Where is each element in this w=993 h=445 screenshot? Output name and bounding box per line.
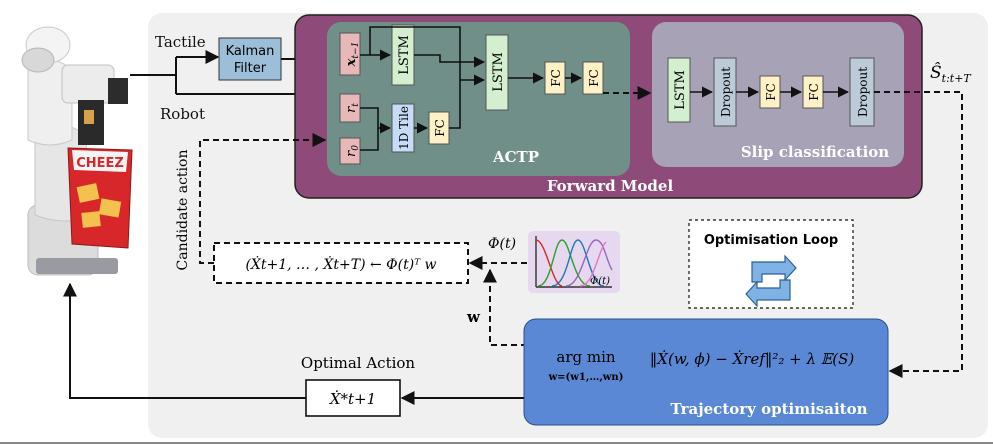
cracker-box-image: CHEEZ bbox=[67, 147, 133, 249]
actp-connections bbox=[360, 26, 583, 151]
actp-lstm-2 bbox=[485, 34, 509, 111]
svg-text:Dropout: Dropout bbox=[856, 67, 870, 117]
slip-output-arrow bbox=[874, 91, 963, 378]
slip-classification-label: Slip classification bbox=[741, 143, 889, 161]
argmin-subscript: w=(w1,…,wn) bbox=[548, 372, 624, 383]
input-x-t-1: xt−1 bbox=[339, 32, 361, 76]
svg-text:LSTM: LSTM bbox=[397, 35, 412, 75]
actp-label: ACTP bbox=[492, 148, 539, 166]
basis-functions-box bbox=[528, 231, 620, 293]
svg-text:CHEEZ: CHEEZ bbox=[76, 156, 124, 171]
kalman-label-1: Kalman bbox=[226, 44, 275, 59]
candidate-action-label: Candidate action bbox=[175, 150, 191, 271]
slip-dropout-2 bbox=[849, 57, 875, 127]
svg-text:FC: FC bbox=[807, 83, 821, 101]
kalman-filter-box bbox=[218, 37, 282, 81]
loop-icon bbox=[745, 254, 797, 308]
slip-lstm bbox=[667, 57, 691, 123]
objective-formula: ‖Ẋ(w, ϕ) − Ẋref‖²₂ + λ 𝔼(S) bbox=[650, 350, 855, 368]
svg-text:rt: rt bbox=[344, 103, 361, 113]
actp-fc-2 bbox=[582, 61, 604, 95]
candidate-action-box bbox=[213, 242, 469, 284]
svg-text:LSTM: LSTM bbox=[491, 52, 506, 92]
w-arrow bbox=[483, 268, 527, 346]
svg-text:LSTM: LSTM bbox=[673, 70, 688, 110]
svg-text:Dropout: Dropout bbox=[719, 67, 733, 117]
argmin-label: arg min bbox=[556, 348, 616, 366]
actp-box bbox=[327, 22, 630, 176]
optimal-action-box bbox=[305, 379, 401, 417]
svg-text:FC: FC bbox=[433, 119, 447, 137]
optimal-to-robot-arrow bbox=[63, 282, 306, 399]
tactile-label: Tactile bbox=[155, 33, 206, 51]
input-r-0: r0 bbox=[339, 137, 361, 165]
robot-arm-image: CHEEZ bbox=[21, 26, 133, 276]
phi-label: Φ(t) bbox=[488, 236, 516, 252]
svg-text:FC: FC bbox=[549, 69, 563, 87]
candidate-formula: (Ẋt+1, … , Ẋt+T) ← Φ(t)ᵀ w bbox=[245, 255, 436, 273]
svg-text:FC: FC bbox=[764, 83, 778, 101]
trajectory-optimisation-box bbox=[523, 318, 889, 426]
w-label: w bbox=[466, 308, 481, 326]
forward-model-label: Forward Model bbox=[547, 177, 674, 195]
phi-small-label: Φ(t) bbox=[590, 276, 610, 287]
input-r-t: rt bbox=[339, 93, 361, 123]
kalman-label-2: Filter bbox=[234, 61, 267, 76]
svg-text:r0: r0 bbox=[344, 145, 361, 157]
candidate-to-actp-arrow bbox=[199, 133, 327, 264]
svg-text:xt−1: xt−1 bbox=[344, 42, 361, 68]
slip-output-label: Ŝt:t+T bbox=[930, 62, 972, 85]
svg-text:1D Tile: 1D Tile bbox=[397, 106, 411, 150]
optimal-action-formula: Ẋ*t+1 bbox=[329, 390, 376, 408]
basis-functions-plot bbox=[535, 236, 613, 288]
svg-text:FC: FC bbox=[587, 69, 601, 87]
optimisation-loop-label: Optimisation Loop bbox=[704, 233, 838, 248]
robot-label: Robot bbox=[160, 105, 205, 123]
trajectory-optimisation-label: Trajectory optimisaiton bbox=[671, 400, 868, 418]
optimal-action-label: Optimal Action bbox=[301, 354, 416, 372]
